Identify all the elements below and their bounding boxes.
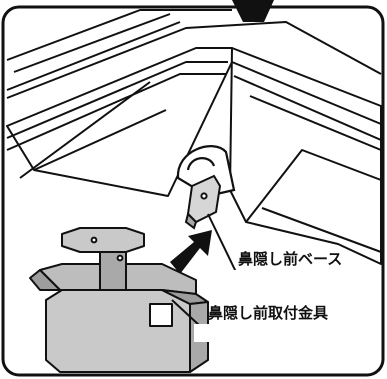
roof-rib-back — [6, 9, 382, 99]
label-nose-cover-bracket: 鼻隠し前取付金具 — [208, 304, 328, 322]
label-bg-bracket — [194, 324, 364, 342]
arrow-right-icon — [170, 230, 212, 274]
label-nose-cover-base: 鼻隠し前ベース — [238, 250, 342, 268]
roof-rib-left — [6, 47, 233, 197]
roof-panel — [6, 9, 382, 265]
roof-rib-right — [229, 47, 382, 265]
seam-cap — [176, 145, 236, 198]
nose-cover-base — [184, 174, 222, 230]
nose-cover-bracket — [29, 227, 209, 373]
diagram-frame — [1, 5, 385, 377]
header-tab — [232, 0, 274, 22]
label-bg-base — [232, 270, 364, 288]
